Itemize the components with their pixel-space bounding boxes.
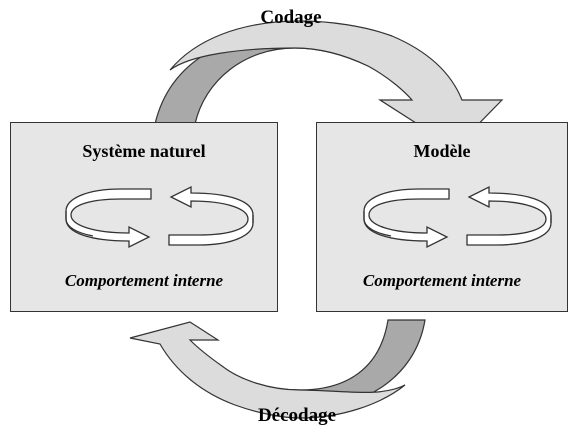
systeme-naturel-subtitle: Comportement interne [64,271,224,290]
systeme-naturel-box: Système naturel Comportement interne [10,122,278,312]
systeme-naturel-title: Système naturel [82,141,206,161]
internal-cycle-icon [65,185,254,249]
internal-cycle-icon [363,185,552,249]
modele-title: Modèle [413,141,471,161]
codage-arrow-light-band [169,20,504,149]
decodage-label: Décodage [257,405,337,426]
decodage-arrow-light-band [129,321,406,419]
codage-arrow [154,20,504,149]
codage-label: Codage [260,7,322,28]
modele-subtitle: Comportement interne [362,271,522,290]
decodage-arrow [129,319,426,419]
modele-box: Modèle Comportement interne [316,122,568,312]
